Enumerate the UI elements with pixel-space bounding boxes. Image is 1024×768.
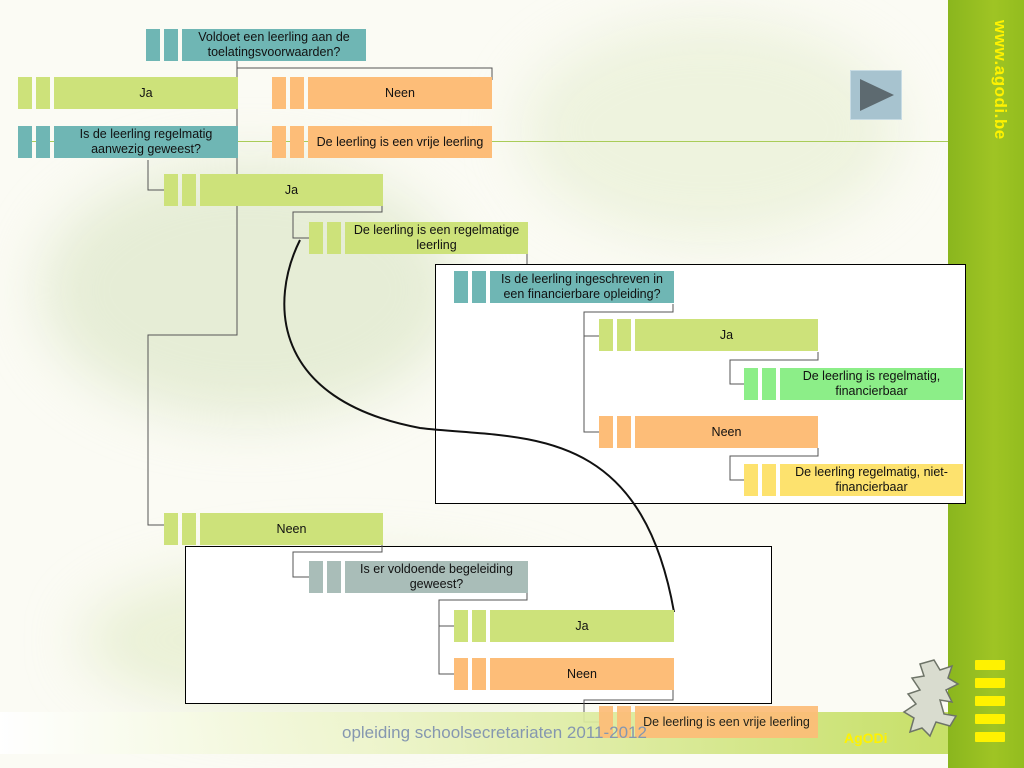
lion-logo-icon <box>902 659 960 738</box>
footer-text: opleiding schoolsecretariaten 2011-2012 <box>342 723 647 742</box>
result-free-student: De leerling is een vrije leerling <box>272 126 492 158</box>
question-financeable: Is de leerling ingeschreven in een finan… <box>454 271 674 303</box>
website-url[interactable]: www.agodi.be <box>991 20 1010 140</box>
answer-ja-guidance: Ja <box>454 610 674 642</box>
play-icon <box>860 79 894 111</box>
question-guidance: Is er voldoende begeleiding geweest? <box>309 561 528 593</box>
answer-ja-admission: Ja <box>18 77 238 109</box>
answer-ja-financeable: Ja <box>599 319 818 351</box>
agodi-logo-text: AgODi <box>844 730 888 746</box>
result-free-student-2: De leerling is een vrije leerling <box>599 706 818 738</box>
result-non-financeable: De leerling regelmatig, niet-financierba… <box>744 464 963 496</box>
question-attendance: Is de leerling regelmatig aanwezig gewee… <box>18 126 238 158</box>
answer-neen-admission: Neen <box>272 77 492 109</box>
question-admission: Voldoet een leerling aan de toelatingsvo… <box>146 29 366 61</box>
answer-ja-attendance: Ja <box>164 174 383 206</box>
answer-neen-guidance: Neen <box>454 658 674 690</box>
play-button[interactable] <box>850 70 902 120</box>
result-regular-student: De leerling is een regelmatige leerling <box>309 222 528 254</box>
answer-neen-attendance: Neen <box>164 513 383 545</box>
answer-neen-financeable: Neen <box>599 416 818 448</box>
result-financeable: De leerling is regelmatig, financierbaar <box>744 368 963 400</box>
